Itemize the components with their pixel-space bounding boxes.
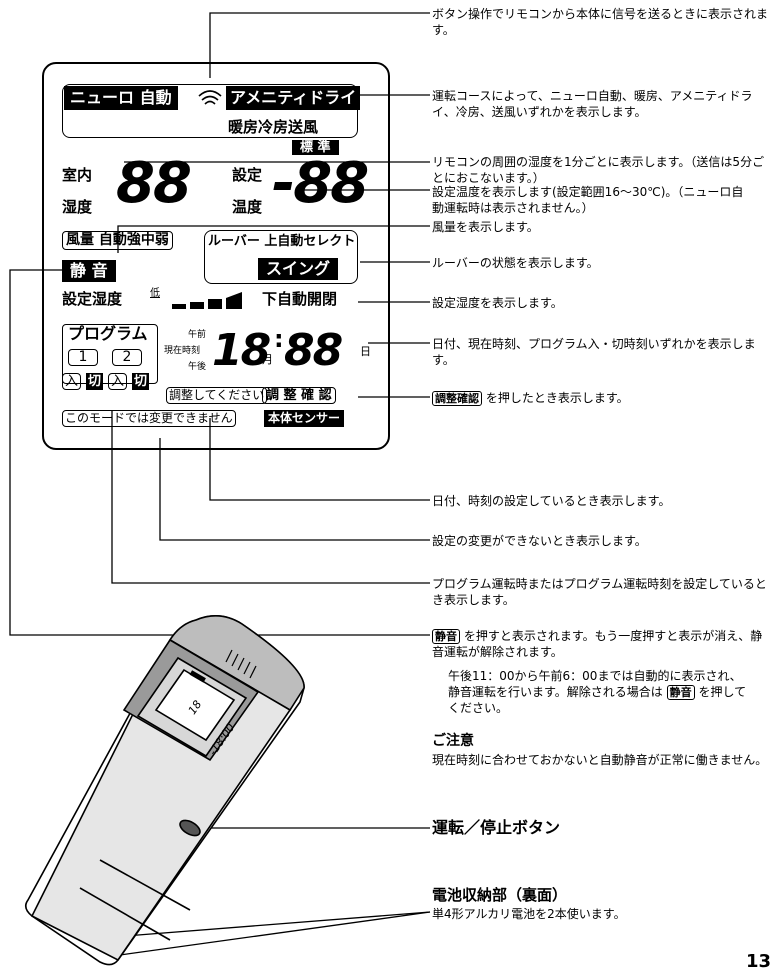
louver-label: ルーバー 上自動セレクト <box>208 234 356 249</box>
on-2: 入 <box>108 373 128 390</box>
adjust-please: 調整してください <box>166 387 268 404</box>
adjust-confirm: 調 整 確 認 <box>262 387 336 404</box>
minute-digits: 88 <box>284 325 343 376</box>
quiet-key-2: 静音 <box>666 685 695 700</box>
amenity-dry-segment: アメニティドライ <box>226 86 361 110</box>
cannot-change: このモードでは変更できません <box>62 410 236 427</box>
off-2: 切 <box>132 373 150 390</box>
lcd-panel <box>42 62 390 450</box>
am-label: 午前 <box>188 330 207 340</box>
desc-set-humidity: 設定湿度を表示します。 <box>432 296 563 310</box>
program-2: 2 <box>112 349 142 366</box>
caution-text: 現在時刻に合わせておかないと自動静音が正常に働きません。 <box>432 753 768 767</box>
room-humidity-digits: 88 <box>116 151 192 216</box>
set-humidity-label: 設定湿度 <box>62 290 123 308</box>
swing-segment: スイング <box>258 258 339 280</box>
battery-title: 電池収納部（裏面） <box>432 886 568 904</box>
quiet-key: 静音 <box>432 629 460 644</box>
program-frame <box>62 324 158 384</box>
caution-title: ご注意 <box>432 733 474 749</box>
desc-quiet-text: を押すと表示されます。もう一度押すと表示が消え、静音運転が解除されます。 <box>432 629 763 659</box>
humidity-bar-icon <box>172 292 242 309</box>
set-temp-digits: -88 <box>272 151 369 216</box>
louver-frame <box>204 230 358 284</box>
program-label: プログラム <box>68 324 148 343</box>
fan-box: 風量 自動強中弱 <box>62 231 173 250</box>
desc-quiet-auto: 午後11：00から午前6：00までは自動的に表示され、静音運転を行います。解除さ… <box>448 668 748 716</box>
on-1: 入 <box>62 373 82 390</box>
course-frame <box>62 84 358 138</box>
desc-set-temp: 設定温度を表示します(設定範囲16〜30℃)。（ニューロ自動運転時は表示されませ… <box>432 185 744 215</box>
desc-fan: 風量を表示します。 <box>432 220 539 234</box>
off-1: 切 <box>86 373 104 390</box>
program-1: 1 <box>68 349 98 366</box>
month-label: 月 <box>262 353 273 366</box>
pm-label: 午後 <box>188 362 207 372</box>
desc-louver: ルーバーの状態を表示します。 <box>432 256 599 270</box>
desc-quiet: 静音 を押すと表示されます。もう一度押すと表示が消え、静音運転が解除されます。 <box>432 628 772 660</box>
desc-adjust-text: を押したとき表示します。 <box>485 391 629 405</box>
desc-signal: ボタン操作でリモコンから本体に信号を送るときに表示されます。 <box>432 7 769 37</box>
page-number: 13 <box>746 951 772 972</box>
fan-options: 自動強中弱 <box>98 232 169 248</box>
day-label: 日 <box>360 345 371 358</box>
desc-room-humidity: リモコンの周囲の湿度を1分ごとに表示します。（送信は5分ごとにおこないます。） <box>432 155 765 185</box>
clock-colon: : <box>274 325 284 353</box>
set-label: 設定 <box>232 166 263 184</box>
newro-auto-segment: ニューロ 自動 <box>64 86 178 110</box>
modes-row: 暖房冷房送風 <box>228 118 319 136</box>
temp-label: 温度 <box>232 198 263 216</box>
desc-adjust: 調整確認 を押したとき表示します。 <box>432 390 772 406</box>
run-stop-label: 運転／停止ボタン <box>432 818 561 837</box>
humidity-high: 下自動開閉 <box>262 290 338 308</box>
hour-digits: 18 <box>212 325 271 376</box>
desc-clock: 日付、現在時刻、プログラム入・切時刻いずれかを表示します。 <box>432 337 756 367</box>
humidity-label: 湿度 <box>62 198 93 216</box>
fan-volume-label: 風量 <box>66 232 94 248</box>
current-time-label: 現在時刻 <box>164 346 201 356</box>
humidity-low: 低 <box>150 288 160 299</box>
room-label: 室内 <box>62 166 93 184</box>
desc-date-setting: 日付、時刻の設定しているとき表示します。 <box>432 494 671 508</box>
desc-quiet-auto-end: を押してください。 <box>448 685 747 715</box>
standard-segment: 標 準 <box>292 140 339 155</box>
desc-program: プログラム運転時またはプログラム運転時刻を設定しているとき表示します。 <box>432 577 767 607</box>
desc-course: 運転コースによって、ニューロ自動、暖房、アメニティドライ、冷房、送風いずれかを表… <box>432 89 753 119</box>
desc-cannot-change: 設定の変更ができないとき表示します。 <box>432 534 647 548</box>
body-sensor: 本体センサー <box>264 410 345 427</box>
quiet-segment: 静 音 <box>62 260 116 282</box>
remote-control-illustration <box>24 615 305 966</box>
desc-quiet-auto-text: 午後11：00から午前6：00までは自動的に表示され、静音運転を行います。解除さ… <box>448 669 742 699</box>
adjust-confirm-key: 調整確認 <box>432 391 482 406</box>
battery-text: 単4形アルカリ電池を2本使います。 <box>432 907 626 921</box>
